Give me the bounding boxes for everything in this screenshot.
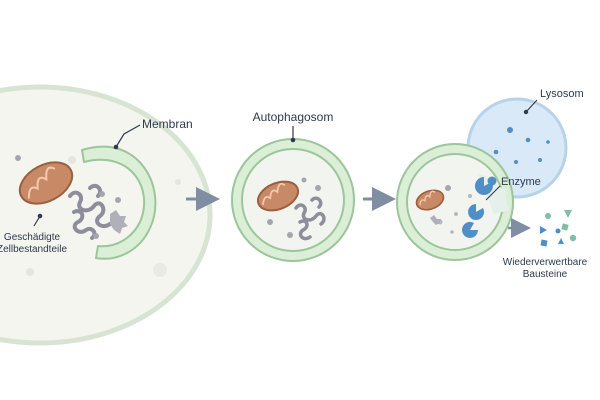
label-damaged-line1: Geschädigte <box>4 232 61 243</box>
fragment-triangle <box>540 226 547 234</box>
enzyme-shape <box>474 176 493 195</box>
label-recyclable-line2: Bausteine <box>523 269 568 280</box>
fragment-circle <box>569 234 577 242</box>
cell-body <box>0 84 213 346</box>
mitochondrion-fragment <box>415 189 445 211</box>
label-recyclable-line1: Wiederverwertbare <box>503 257 588 268</box>
mitochondrion <box>256 180 300 212</box>
fragment-circle <box>545 213 551 219</box>
label-autophagosome: Autophagosom <box>253 110 334 124</box>
lysosome-leader-line <box>525 99 538 113</box>
fragment-circle <box>555 228 561 234</box>
membrane-leader-line <box>115 124 141 148</box>
fragment-square <box>540 239 548 247</box>
damaged-particle <box>287 232 293 238</box>
damaged-leader-dot <box>37 213 43 219</box>
fusion-bridge <box>478 174 510 214</box>
damaged-particle <box>267 219 273 225</box>
damaged-particle <box>93 233 99 239</box>
protein-aggregate <box>294 196 326 241</box>
damaged-particle <box>301 177 307 183</box>
label-lysosome: Lysosom <box>540 88 584 100</box>
enzyme-shape <box>468 204 485 220</box>
cell-particle <box>68 156 76 164</box>
damaged-particle <box>115 197 121 203</box>
debris-particle <box>468 194 472 198</box>
debris-particle <box>450 230 454 234</box>
enzyme-legend-dot <box>487 176 497 186</box>
cell-particle <box>153 263 167 277</box>
fragment-triangle <box>564 210 572 218</box>
cell-particle <box>26 268 34 276</box>
lysosome-particle <box>538 158 542 162</box>
lysosome-particle <box>507 127 513 133</box>
debris-fragment <box>430 215 441 225</box>
mitochondrion <box>18 161 74 205</box>
debris-particle <box>454 212 458 216</box>
label-membrane: Membran <box>142 117 193 131</box>
recycled-building-blocks <box>540 210 577 247</box>
damaged-fragment <box>110 210 128 234</box>
damaged-particle <box>99 191 105 197</box>
panel-autophagosome: Autophagosom <box>231 110 355 262</box>
lysosome-particle <box>493 149 499 155</box>
membrane-leader-dot <box>113 144 119 150</box>
cell-particle <box>175 179 181 185</box>
phagophore-membrane <box>81 145 157 260</box>
lysosome-particle <box>546 140 550 144</box>
panel-cell: Membran Geschädigte Zellbestandteile <box>0 84 213 346</box>
fragment-square <box>561 223 569 231</box>
lysosome-particle <box>525 137 531 143</box>
label-enzyme: Enzyme <box>501 176 541 188</box>
damaged-particle <box>15 155 21 161</box>
fragment-triangle <box>558 238 564 244</box>
autophagosome-leader-dot <box>290 137 296 143</box>
damaged-particle <box>315 185 321 191</box>
label-damaged-line2: Zellbestandteile <box>0 244 67 255</box>
enzyme-leader-line <box>485 185 501 201</box>
enzyme-shape <box>462 221 478 238</box>
lysosome-particle <box>514 160 518 164</box>
lysosome-leader-dot <box>523 109 529 115</box>
debris-particle <box>445 185 451 191</box>
panel-autolysosome: Enzyme Lysosom <box>396 88 584 261</box>
